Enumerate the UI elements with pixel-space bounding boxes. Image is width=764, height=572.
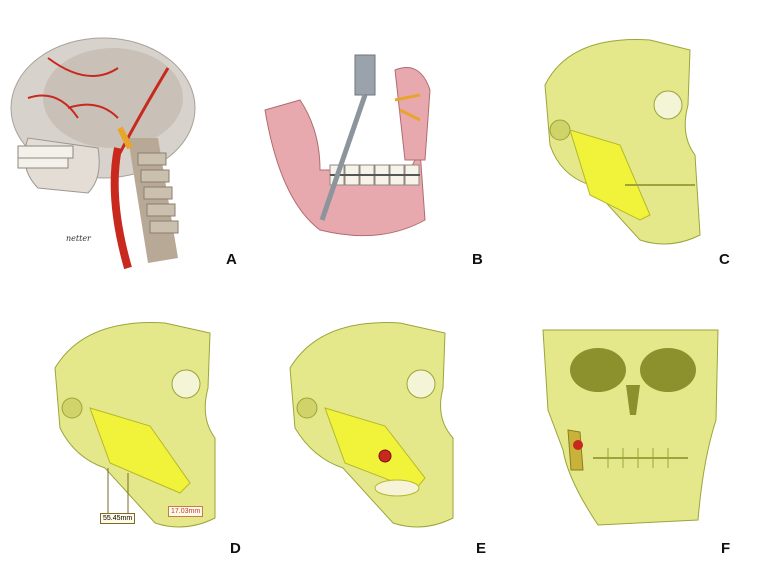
panel-label-d: D <box>230 540 241 557</box>
panel-c-3d-skull <box>530 35 710 250</box>
mandible-drill-drawing <box>264 54 431 237</box>
illustrator-signature: netter <box>66 234 91 243</box>
skull-3d-lateral-e <box>289 322 454 528</box>
skull-3d-lateral-c <box>544 39 701 245</box>
panel-d-3d-skull: 55.45mm 17.03mm <box>40 318 225 533</box>
panel-label-f: F <box>721 540 731 557</box>
skull-neck-arteries-drawing <box>10 37 196 270</box>
skull-3d-lateral-d <box>54 322 216 528</box>
panel-a-illustration: netter <box>8 28 218 270</box>
panel-b-illustration <box>260 40 450 250</box>
panel-f-3d-skull-frontal <box>538 329 723 530</box>
panel-label-a: A <box>226 251 237 268</box>
panel-label-c: C <box>719 251 730 268</box>
measurement-width-label: 17.03mm <box>168 506 204 517</box>
panel-label-b: B <box>472 251 483 268</box>
panel-e-3d-skull <box>275 318 465 533</box>
skull-3d-frontal-f <box>542 329 719 526</box>
measurement-length-label: 55.45mm <box>100 513 136 524</box>
panel-label-e: E <box>476 540 487 557</box>
